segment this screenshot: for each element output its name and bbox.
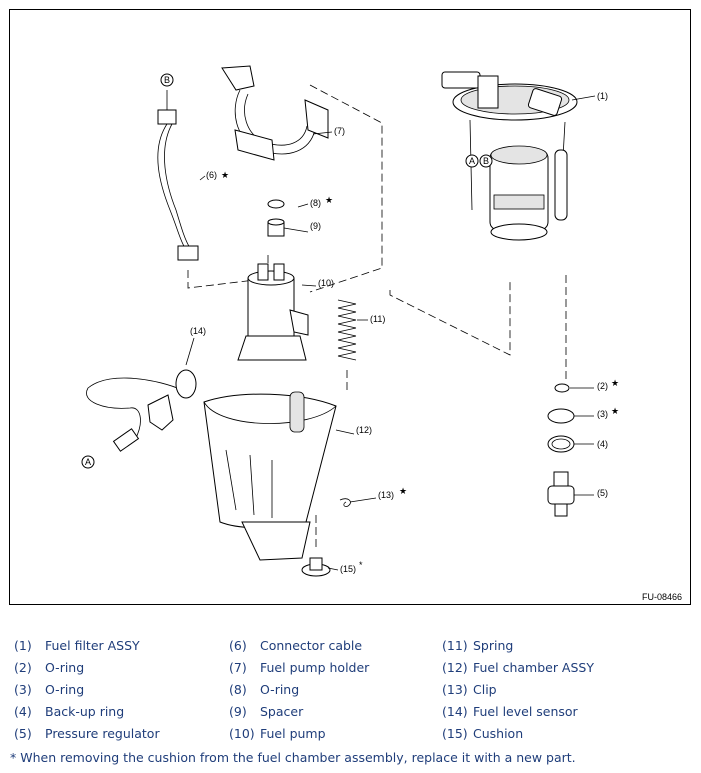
legend-item-number: (14) bbox=[442, 704, 468, 719]
legend-item-number: (15) bbox=[442, 726, 468, 741]
spacer-9-drawing bbox=[267, 218, 285, 237]
legend-item-name: O-ring bbox=[45, 682, 85, 697]
legend-item-name: Spring bbox=[473, 638, 514, 653]
legend-item-name: O-ring bbox=[260, 682, 300, 697]
pressure-regulator-drawing bbox=[547, 471, 575, 517]
svg-text:A: A bbox=[85, 457, 91, 467]
svg-text:B: B bbox=[483, 156, 489, 166]
callout-9: (9) bbox=[310, 221, 321, 231]
callout-13: (13) bbox=[378, 490, 394, 500]
legend-item-number: (11) bbox=[442, 638, 468, 653]
svg-text:B: B bbox=[164, 75, 170, 85]
callout-2-star: ★ bbox=[611, 378, 619, 388]
callout-8-star: ★ bbox=[325, 195, 333, 205]
fuel-pump-holder-drawing bbox=[221, 65, 329, 161]
cushion-drawing bbox=[301, 557, 331, 577]
legend-item-name: O-ring bbox=[45, 660, 85, 675]
marker-b-filter: B bbox=[479, 154, 493, 168]
callout-6: (6) bbox=[206, 170, 217, 180]
callout-7: (7) bbox=[334, 126, 345, 136]
legend-item-number: (12) bbox=[442, 660, 468, 675]
leader-lines bbox=[185, 95, 596, 571]
fuel-level-sensor-drawing bbox=[86, 369, 197, 452]
legend-item-name: Fuel chamber ASSY bbox=[473, 660, 594, 675]
callout-12: (12) bbox=[356, 425, 372, 435]
legend-item-number: (5) bbox=[14, 726, 32, 741]
svg-text:A: A bbox=[469, 156, 475, 166]
callout-5: (5) bbox=[597, 488, 608, 498]
legend-item-name: Fuel pump holder bbox=[260, 660, 370, 675]
callout-3: (3) bbox=[597, 409, 608, 419]
guide-line-cable bbox=[187, 270, 256, 289]
legend-item-number: (1) bbox=[14, 638, 32, 653]
guide-line-holder bbox=[309, 84, 383, 293]
legend-item-number: (2) bbox=[14, 660, 32, 675]
legend-item-name: Fuel level sensor bbox=[473, 704, 578, 719]
fuel-filter-assy-drawing bbox=[441, 71, 578, 241]
spring-drawing bbox=[337, 299, 357, 361]
footnote: * When removing the cushion from the fue… bbox=[10, 750, 576, 765]
legend-item-number: (9) bbox=[229, 704, 247, 719]
exploded-diagram: B A A B (1) (7) (6) ★ (8) ★ (9) (10) (11… bbox=[9, 9, 691, 605]
back-up-ring-drawing bbox=[547, 435, 575, 453]
marker-a-filter: A bbox=[465, 154, 479, 168]
legend-item-name: Connector cable bbox=[260, 638, 363, 653]
o-ring-2-drawing bbox=[554, 383, 570, 393]
callout-11: (11) bbox=[370, 314, 385, 324]
marker-b-top: B bbox=[160, 73, 174, 87]
callout-1: (1) bbox=[597, 91, 608, 101]
figure-id: FU-08466 bbox=[642, 592, 682, 602]
guide-line-filter bbox=[389, 280, 511, 356]
marker-a-sensor: A bbox=[81, 455, 95, 469]
callout-6-star: ★ bbox=[221, 170, 229, 180]
o-ring-3-drawing bbox=[547, 408, 575, 424]
callout-4: (4) bbox=[597, 439, 608, 449]
clip-drawing bbox=[339, 498, 351, 507]
fuel-chamber-assy-drawing bbox=[203, 391, 337, 561]
legend-item-number: (4) bbox=[14, 704, 32, 719]
callout-3-star: ★ bbox=[611, 406, 619, 416]
connector-cable-drawing bbox=[157, 90, 199, 261]
callout-8: (8) bbox=[310, 198, 321, 208]
diagram-canvas: B A A B (1) (7) (6) ★ (8) ★ (9) (10) (11… bbox=[81, 65, 682, 602]
callout-14: (14) bbox=[190, 326, 206, 336]
legend-item-number: (3) bbox=[14, 682, 32, 697]
legend-item-name: Fuel pump bbox=[260, 726, 326, 741]
legend-item-name: Pressure regulator bbox=[45, 726, 160, 741]
callout-10: (10) bbox=[318, 278, 334, 288]
legend-item-name: Clip bbox=[473, 682, 497, 697]
legend-item-name: Spacer bbox=[260, 704, 304, 719]
legend-item-number: (7) bbox=[229, 660, 247, 675]
o-ring-8-drawing bbox=[267, 199, 285, 209]
callout-15-asterisk: * bbox=[359, 560, 363, 570]
legend-item-number: (8) bbox=[229, 682, 247, 697]
legend-item-name: Cushion bbox=[473, 726, 524, 741]
parts-legend: (1) Fuel filter ASSY (2) O-ring (3) O-ring (4)… bbox=[14, 638, 694, 748]
legend-item-number: (10) bbox=[229, 726, 255, 741]
callout-15: (15) bbox=[340, 564, 356, 574]
fuel-pump-drawing bbox=[237, 263, 309, 361]
callout-2: (2) bbox=[597, 381, 608, 391]
legend-item-name: Back-up ring bbox=[45, 704, 125, 719]
legend-item-number: (6) bbox=[229, 638, 247, 653]
legend-item-number: (13) bbox=[442, 682, 468, 697]
callout-13-star: ★ bbox=[399, 486, 407, 496]
legend-item-name: Fuel filter ASSY bbox=[45, 638, 140, 653]
